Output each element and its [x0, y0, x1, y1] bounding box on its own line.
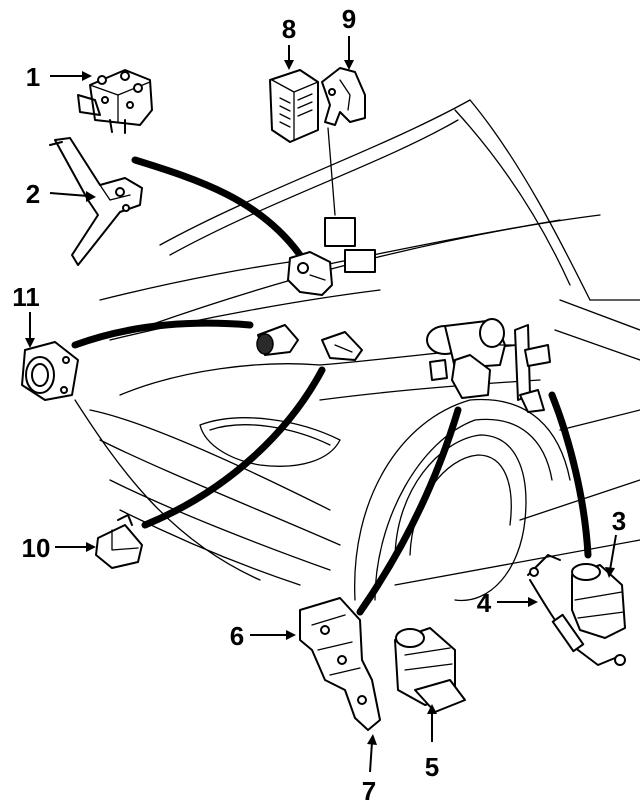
part-5-compressor	[394, 627, 466, 713]
part-2-bracket	[49, 137, 143, 266]
compressor-assembly	[426, 318, 551, 413]
callout-9: 9	[342, 4, 356, 34]
vehicle-outline	[74, 99, 640, 602]
leader-curves	[71, 156, 592, 616]
callout-11: 11	[12, 282, 40, 312]
callout-6: 6	[230, 621, 244, 651]
callout-1: 1	[26, 62, 40, 92]
callout-4: 4	[477, 588, 492, 618]
front-sensors	[256, 324, 363, 361]
part-1-modulator	[77, 69, 153, 134]
part-8-control-module	[269, 69, 319, 143]
part-9-module-bracket	[321, 67, 366, 126]
callout-8: 8	[282, 14, 296, 44]
part-11-sensor-housing	[21, 341, 79, 401]
part-4-air-line	[527, 554, 626, 666]
callout-arrows	[25, 36, 617, 773]
callout-2: 2	[26, 179, 40, 209]
callout-5: 5	[425, 752, 439, 782]
part-3-air-spring	[571, 563, 626, 639]
callout-10: 10	[22, 533, 51, 563]
part-6-7-mount-bracket	[299, 597, 381, 731]
hood-modules	[324, 127, 376, 273]
hood-sensor	[287, 251, 333, 296]
callout-7: 7	[362, 776, 376, 806]
callout-3: 3	[612, 506, 626, 536]
part-10-sensor	[95, 514, 143, 569]
callout-labels: 1 2 3 4 5 6 7 8 9 10 11	[12, 4, 626, 806]
